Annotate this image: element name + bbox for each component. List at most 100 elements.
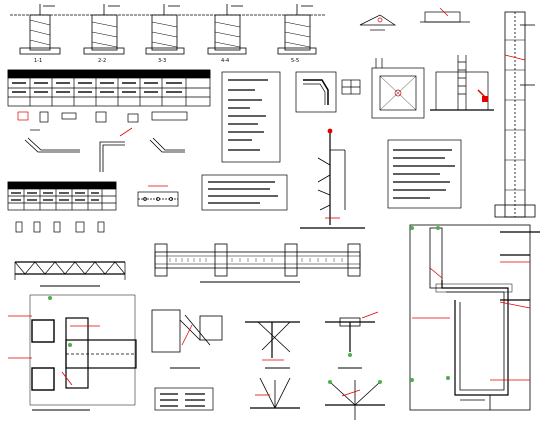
beam-section-detail — [137, 185, 179, 207]
notes-text-lines — [208, 181, 278, 204]
section-label: 4-4 — [221, 58, 229, 64]
rebar-detail — [15, 221, 23, 233]
footing-base — [19, 47, 61, 55]
notes-frame — [201, 174, 288, 211]
rebar-detail — [75, 221, 85, 233]
rebar-dot — [143, 197, 147, 201]
red-marker — [327, 128, 333, 134]
beam-column — [214, 243, 228, 277]
column-ties — [505, 39, 525, 191]
table-cell-marks — [12, 82, 182, 93]
green-node — [348, 353, 352, 357]
footing-base — [207, 47, 247, 55]
detail-frame — [29, 294, 136, 406]
beam-stirrups — [169, 258, 343, 262]
column-outline — [504, 11, 526, 218]
rebar-dot — [169, 197, 173, 201]
wall-stem — [429, 227, 443, 289]
notes-text-lines — [228, 79, 268, 151]
green-node — [328, 380, 332, 384]
rebar-detail — [39, 111, 49, 123]
bar-detail — [424, 11, 461, 23]
rebar-detail — [61, 112, 77, 120]
bent-bar-details — [24, 127, 185, 172]
footing-body — [151, 14, 178, 51]
footing-hatch — [151, 21, 178, 48]
section-label: 2-2 — [98, 58, 106, 64]
ladder-section-detail — [430, 55, 494, 111]
bent-bar — [152, 137, 185, 151]
long-beam-elevation — [154, 243, 361, 283]
legend-frame — [154, 387, 214, 411]
upper-schedule-table — [7, 69, 211, 107]
step-detail — [359, 14, 397, 26]
rebar-details-row-2 — [15, 221, 105, 233]
beam-column — [154, 243, 168, 277]
table-column-lines — [23, 182, 103, 210]
section-label: 3-3 — [158, 58, 166, 64]
truss-web — [14, 261, 126, 275]
bent-bar — [27, 137, 80, 151]
corner-detail — [295, 71, 361, 113]
footing-section-labels: 1-1 2-2 3-3 4-4 5-5 — [34, 58, 299, 64]
bent-bar — [149, 139, 185, 153]
truss-elevation — [14, 261, 126, 287]
tall-column-elevation — [494, 11, 540, 233]
pile-cap — [31, 367, 55, 391]
rebar-detail — [97, 221, 105, 233]
footing-body — [214, 14, 241, 51]
beam-outline — [154, 251, 361, 269]
footing-hatch — [91, 21, 118, 48]
table-header — [7, 181, 117, 190]
joint-diagonal — [179, 314, 211, 346]
footing-base — [145, 47, 185, 55]
joint-detail-2 — [245, 321, 300, 369]
green-node — [446, 376, 450, 380]
notes-panel-2 — [201, 174, 288, 211]
lower-schedule-table — [7, 181, 117, 211]
riser-branch-right — [330, 149, 346, 210]
green-node — [436, 226, 440, 230]
joint-diagonal — [257, 321, 291, 353]
rebar-details-row-1 — [17, 111, 188, 131]
table-column-lines — [29, 70, 187, 106]
red-leader — [341, 389, 361, 397]
notes-frame — [221, 71, 281, 163]
corner-bar-inner — [303, 83, 326, 105]
beam-column — [347, 243, 361, 277]
joint-detail-3 — [325, 311, 379, 369]
footing-body — [91, 14, 118, 51]
notes-frame — [387, 139, 462, 209]
wall-profile — [441, 280, 509, 396]
footing-section-1 — [19, 4, 61, 55]
rebar-detail — [127, 113, 139, 123]
slab — [435, 283, 513, 293]
detail-frame — [295, 71, 337, 113]
wall-tank-section — [409, 224, 531, 411]
red-leader — [361, 311, 379, 319]
corner-bar — [303, 79, 329, 105]
rebar-dot — [156, 197, 160, 201]
base-footing — [455, 394, 491, 410]
notes-panel-3 — [387, 139, 462, 209]
joint-member — [151, 309, 181, 353]
footing-section-4 — [207, 4, 247, 55]
red-block — [482, 96, 488, 102]
riser-branches-left — [317, 157, 331, 211]
red-leader — [439, 7, 449, 17]
table-header — [7, 69, 211, 79]
joint-member — [199, 315, 223, 341]
section-frame — [409, 224, 531, 411]
top-small-details — [359, 7, 470, 31]
beam-column — [284, 243, 298, 277]
green-node — [378, 380, 382, 384]
l-bar — [102, 144, 125, 172]
green-node — [68, 343, 72, 347]
table-cell-marks — [11, 192, 99, 201]
pile-cap-plan — [8, 294, 137, 411]
pile-cap — [31, 319, 55, 343]
section-label: 1-1 — [34, 58, 42, 64]
red-leader — [429, 267, 443, 279]
